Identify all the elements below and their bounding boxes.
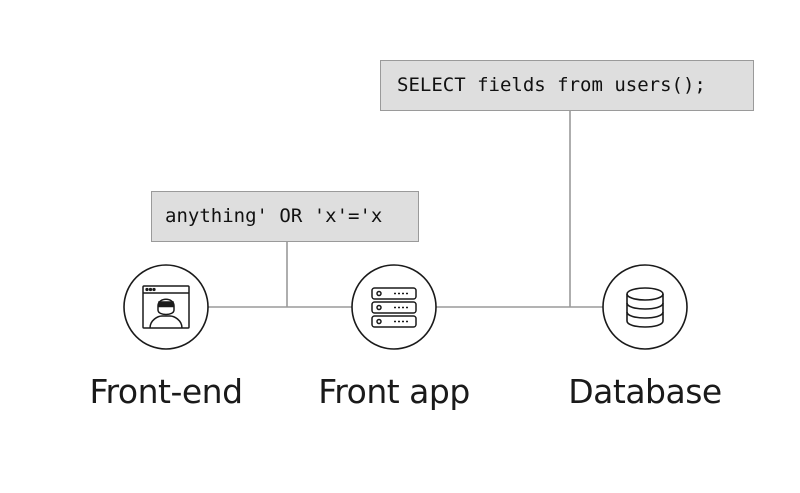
node-frontend <box>123 264 209 350</box>
sql-query-text: SELECT fields from users(); <box>397 74 706 96</box>
sql-query-box: SELECT fields from users(); <box>380 60 754 111</box>
injection-payload-text: anything' OR 'x'='x <box>165 205 383 227</box>
injection-payload-box: anything' OR 'x'='x <box>151 191 419 242</box>
hacker-screen-icon <box>142 285 190 329</box>
server-stack-icon <box>371 287 417 328</box>
database-icon <box>626 287 664 328</box>
node-label-frontend: Front-end <box>89 372 243 411</box>
node-database <box>602 264 688 350</box>
node-database-circle <box>602 264 688 350</box>
connector-lines <box>208 111 603 308</box>
node-label-database: Database <box>568 372 722 411</box>
node-label-frontapp: Front app <box>318 372 470 411</box>
node-frontapp <box>351 264 437 350</box>
